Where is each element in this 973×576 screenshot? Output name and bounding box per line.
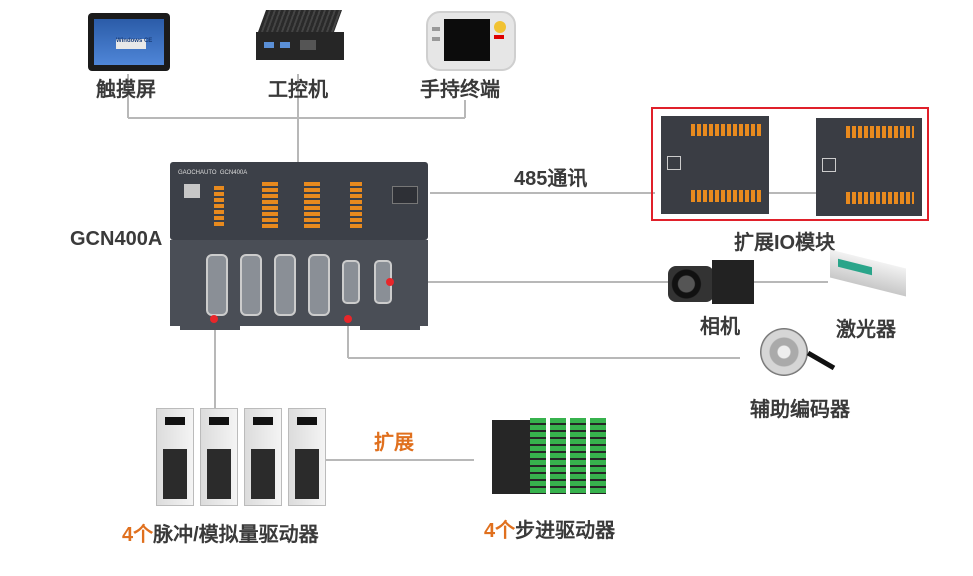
windows-ce-label: Windows CE — [116, 38, 153, 44]
laser-image — [830, 249, 912, 303]
controller-label: GCN400A — [70, 228, 163, 250]
gcn400a-controller-image: GAOCHAUTO GCN400A — [170, 162, 428, 332]
stepper-drivers-label: 4个步进驱动器 — [484, 514, 615, 543]
camera-label: 相机 — [700, 316, 740, 338]
handheld-pendant-image — [426, 11, 516, 71]
rs485-label: 485通讯 — [514, 168, 588, 190]
ethernet-port — [184, 184, 200, 198]
laser-label: 激光器 — [836, 319, 896, 341]
encoder-label: 辅助编码器 — [750, 399, 850, 421]
controller-brand-label: GAOCHAUTO GCN400A — [178, 170, 248, 176]
industrial-pc-label: 工控机 — [268, 79, 328, 101]
servo-text: 脉冲/模拟量驱动器 — [153, 524, 319, 546]
stepper-drivers-image — [492, 416, 622, 498]
io-module-1-image — [661, 116, 769, 214]
servo-drivers-image — [156, 408, 326, 508]
io-module-label: 扩展IO模块 — [734, 232, 836, 254]
industrial-pc-image — [256, 10, 344, 60]
servo-drivers-label: 4个脉冲/模拟量驱动器 — [122, 518, 319, 547]
io-module-2-image — [816, 118, 922, 216]
io-module-highlight-box — [651, 107, 929, 221]
touchscreen-label: 触摸屏 — [96, 79, 156, 101]
stepper-text: 步进驱动器 — [515, 520, 616, 542]
camera-image — [668, 260, 756, 308]
stepper-count: 4个 — [484, 520, 516, 542]
servo-count: 4个 — [122, 524, 154, 546]
handheld-pendant-label: 手持终端 — [420, 79, 500, 101]
expand-label: 扩展 — [374, 432, 414, 454]
touchscreen-image: Windows CE — [88, 13, 170, 71]
encoder-image — [752, 322, 842, 386]
